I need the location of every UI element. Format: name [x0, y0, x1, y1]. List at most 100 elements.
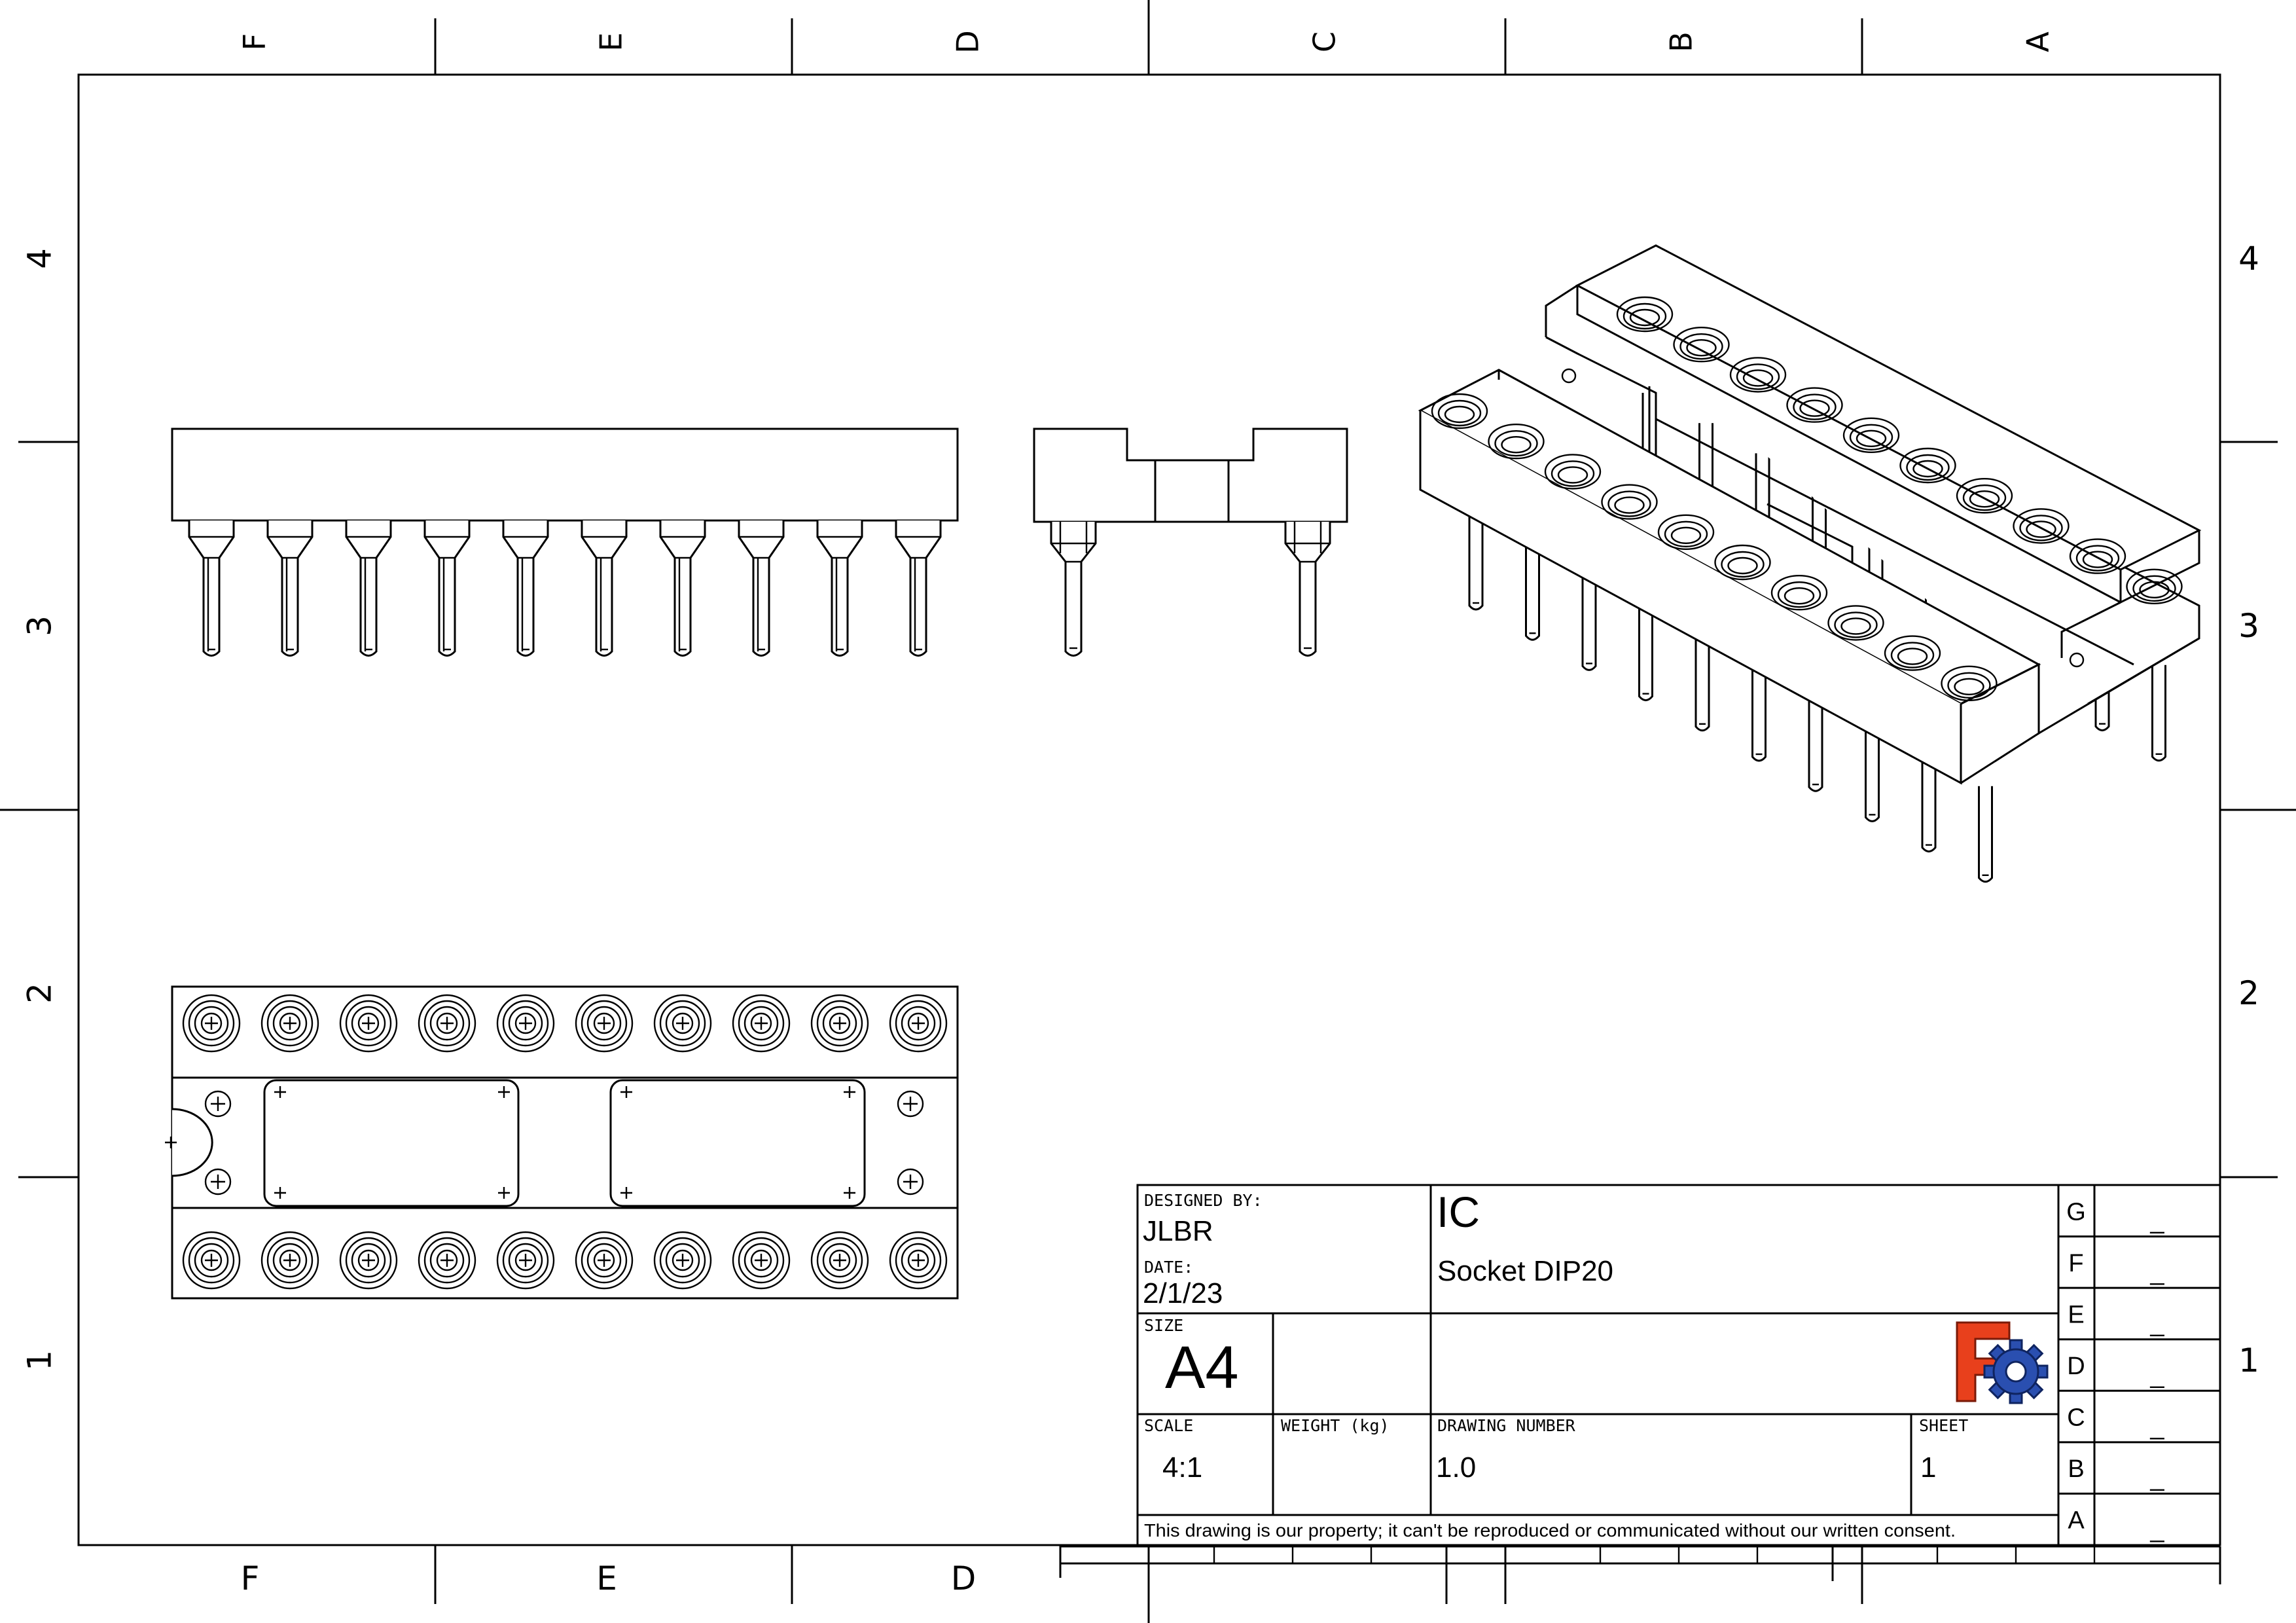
- front-pin: [581, 520, 628, 657]
- top-contact-ring: [581, 1000, 628, 1047]
- iso-contact-inner: [1501, 436, 1532, 454]
- side-view: [1033, 428, 1348, 657]
- iso-contact-inner: [1629, 308, 1660, 327]
- top-contact: [182, 1231, 241, 1290]
- revision-letter: C: [2067, 1404, 2085, 1432]
- iso-contact: [1899, 447, 1956, 484]
- iso-contact-inner: [1727, 556, 1758, 575]
- top-contact-ring: [194, 1006, 229, 1041]
- top-view-contacts: [182, 994, 948, 1290]
- iso-contact-inner: [1799, 399, 1830, 417]
- iso-contact: [1657, 514, 1715, 550]
- top-contact: [418, 994, 476, 1053]
- zone-label-top-c: C: [1307, 31, 1342, 52]
- iso-contact: [2069, 538, 2126, 574]
- top-contact-ring: [272, 1243, 308, 1278]
- scale-value: 4:1: [1162, 1451, 1202, 1484]
- iso-contact: [1616, 296, 1674, 333]
- iso-contact-outer: [1786, 387, 1843, 423]
- iso-pin: [1581, 574, 1597, 671]
- revision-value: _: [2149, 1516, 2164, 1543]
- iso-pin-body: [2151, 665, 2166, 762]
- side-pin-body: [1284, 522, 1331, 657]
- top-contact-ring: [182, 994, 241, 1053]
- window-marker: [844, 1187, 855, 1199]
- top-contact-ring: [672, 1012, 694, 1034]
- top-contact-ring: [514, 1012, 537, 1034]
- iso-pin-body: [1978, 786, 1993, 883]
- top-contact-ring: [182, 1231, 241, 1290]
- iso-contact-inner: [1840, 617, 1871, 635]
- front-pin: [738, 520, 785, 657]
- top-contact-ring: [351, 1006, 386, 1041]
- zone-label-bottom-f: F: [241, 1559, 260, 1597]
- iso-contact-mid: [1736, 363, 1780, 390]
- iso-contact-mid: [1494, 430, 1538, 457]
- iso-contact-inner: [2026, 520, 2056, 538]
- window-marker: [844, 1086, 855, 1098]
- front-pin: [502, 520, 549, 657]
- iso-contact: [1488, 424, 1545, 460]
- top-contact-ring: [575, 1231, 634, 1290]
- top-contact: [260, 994, 319, 1053]
- iso-contact-inner: [1557, 466, 1588, 484]
- weight-label: WEIGHT (kg): [1281, 1416, 1390, 1435]
- locator-hole: [204, 1090, 232, 1118]
- iso-contact-mid: [1849, 424, 1893, 450]
- iso-pin: [1921, 756, 1937, 853]
- iso-contact-mid: [2132, 575, 2176, 602]
- front-pin: [266, 520, 314, 657]
- designed-by-label: DESIGNED BY:: [1144, 1191, 1263, 1210]
- locator-hole-ring: [204, 1090, 232, 1118]
- scale-label: SCALE: [1144, 1416, 1193, 1435]
- iso-contact-outer: [1673, 327, 1730, 363]
- top-contact: [496, 994, 555, 1053]
- iso-pin: [1865, 725, 1880, 822]
- top-contact-ring: [429, 1243, 465, 1278]
- iso-pin-body: [1638, 604, 1653, 702]
- top-contact-ring: [200, 1249, 223, 1271]
- top-contact-ring: [829, 1012, 851, 1034]
- iso-contact-mid: [1777, 581, 1821, 608]
- zone-labels-left: 4 3 2 1: [21, 248, 59, 1371]
- top-contact-ring: [810, 994, 869, 1053]
- iso-contact-inner: [1856, 429, 1887, 447]
- top-contact-ring: [345, 1237, 392, 1284]
- iso-pin: [1978, 786, 1993, 883]
- top-contact-ring: [260, 994, 319, 1053]
- iso-contact-outer: [1899, 447, 1956, 484]
- top-contact-ring: [279, 1249, 301, 1271]
- iso-contact: [1729, 357, 1787, 393]
- zone-label-left-1: 1: [21, 1350, 59, 1371]
- iso-contact-mid: [1623, 302, 1667, 330]
- front-pin: [659, 520, 706, 657]
- iso-pin-body: [1751, 665, 1767, 762]
- iso-contact-outer: [1842, 417, 1900, 453]
- zone-label-top-f: F: [237, 33, 272, 50]
- top-contact-ring: [357, 1012, 380, 1034]
- top-contact-ring: [653, 1231, 712, 1290]
- front-pin: [345, 520, 392, 657]
- top-contact-ring: [822, 1006, 857, 1041]
- revision-value: _: [2149, 1258, 2164, 1286]
- iso-contact: [2126, 568, 2183, 604]
- top-contact-ring: [829, 1249, 851, 1271]
- top-contact: [653, 1231, 712, 1290]
- iso-contact-outer: [1601, 484, 1658, 520]
- iso-contact-outer: [1941, 665, 1998, 702]
- top-contact: [496, 1231, 555, 1290]
- top-contact-ring: [744, 1006, 779, 1041]
- side-pin: [1284, 522, 1331, 657]
- zone-labels-right: 4 3 2 1: [2238, 240, 2259, 1379]
- iso-contact-mid: [1962, 484, 2007, 511]
- front-view: [171, 428, 959, 657]
- revision-letter: E: [2068, 1301, 2084, 1328]
- zone-labels-bottom: F E D: [241, 1559, 977, 1597]
- front-pin: [423, 520, 471, 657]
- locator-hole-ring: [897, 1168, 924, 1195]
- iso-contact-mid: [1793, 393, 1837, 420]
- drawing-number-label: DRAWING NUMBER: [1437, 1416, 1576, 1435]
- top-contact-ring: [586, 1243, 622, 1278]
- top-contact-ring: [665, 1243, 700, 1278]
